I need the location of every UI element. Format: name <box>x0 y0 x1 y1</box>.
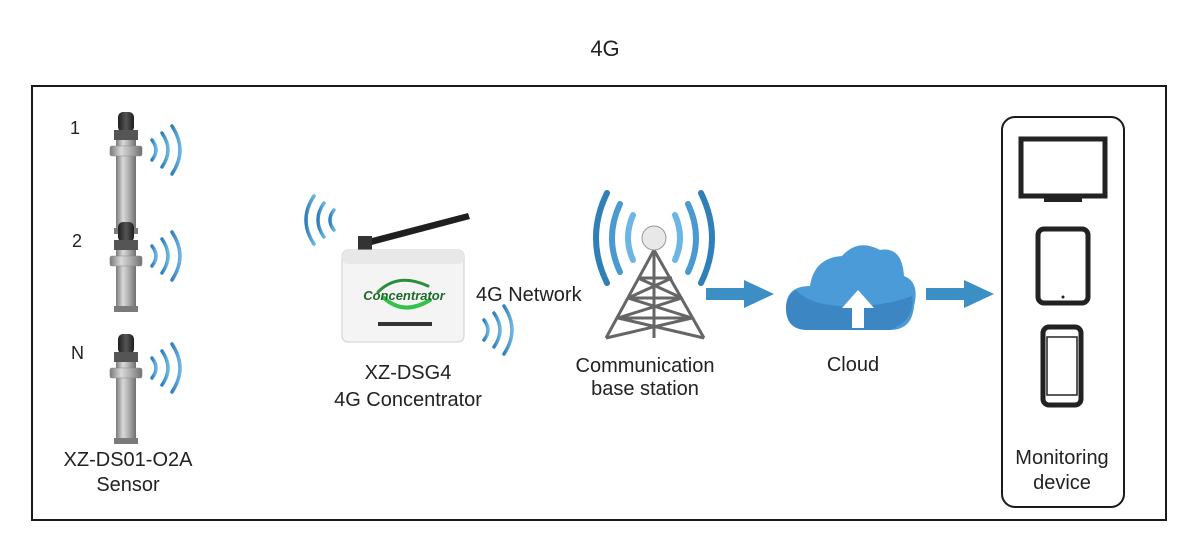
sensor-caption: XZ-DS01-O2A Sensor <box>64 448 193 498</box>
monitor-icon <box>1018 136 1108 202</box>
base-station-caption-line1: Communication <box>575 355 715 377</box>
arrow-cloud-to-monitor <box>926 280 994 308</box>
base-station-caption-line2: base station <box>591 378 699 400</box>
phone-icon <box>1040 324 1084 408</box>
sensor-caption-type: Sensor <box>96 474 160 496</box>
tablet-icon <box>1035 226 1091 306</box>
arrow-tower-to-cloud <box>706 280 774 308</box>
sensor-number-2: 2 <box>72 231 83 251</box>
network-label: 4G Network <box>476 284 582 306</box>
base-station-caption: Communication base station <box>576 355 715 401</box>
sensor-1 <box>109 112 143 234</box>
concentrator-caption-model: XZ-DSG4 <box>364 362 452 384</box>
sensor-2 <box>109 222 143 312</box>
concentrator-device <box>304 194 514 356</box>
concentrator-caption-type: 4G Concentrator <box>334 389 482 411</box>
sensor-n <box>109 334 143 444</box>
system-frame <box>31 85 1167 521</box>
sensor-caption-model: XZ-DS01-O2A <box>63 449 193 471</box>
monitoring-caption-line1: Monitoring <box>1015 447 1109 469</box>
cloud-caption: Cloud <box>826 354 880 376</box>
monitoring-frame <box>1001 116 1125 508</box>
diagram-title: 4G <box>590 36 620 61</box>
tower-wave-icon <box>593 190 715 286</box>
sensor-number-n: N <box>71 343 84 363</box>
concentrator-wave-icon <box>304 194 336 246</box>
network-wave-icon <box>482 304 514 356</box>
sensor-n-wave-icon <box>150 342 182 394</box>
cloud-icon <box>786 245 916 330</box>
concentrator-caption: XZ-DSG4 4G Concentrator <box>334 360 482 414</box>
base-station-tower <box>593 190 715 340</box>
antenna <box>364 213 470 246</box>
monitoring-caption: Monitoring device <box>1015 446 1108 496</box>
monitoring-caption-line2: device <box>1033 472 1091 494</box>
sensor-number-1: 1 <box>70 118 81 138</box>
sensor-2-wave-icon <box>150 230 182 282</box>
concentrator-device-label: Concentrator <box>363 288 445 303</box>
sensor-1-wave-icon <box>150 124 182 176</box>
